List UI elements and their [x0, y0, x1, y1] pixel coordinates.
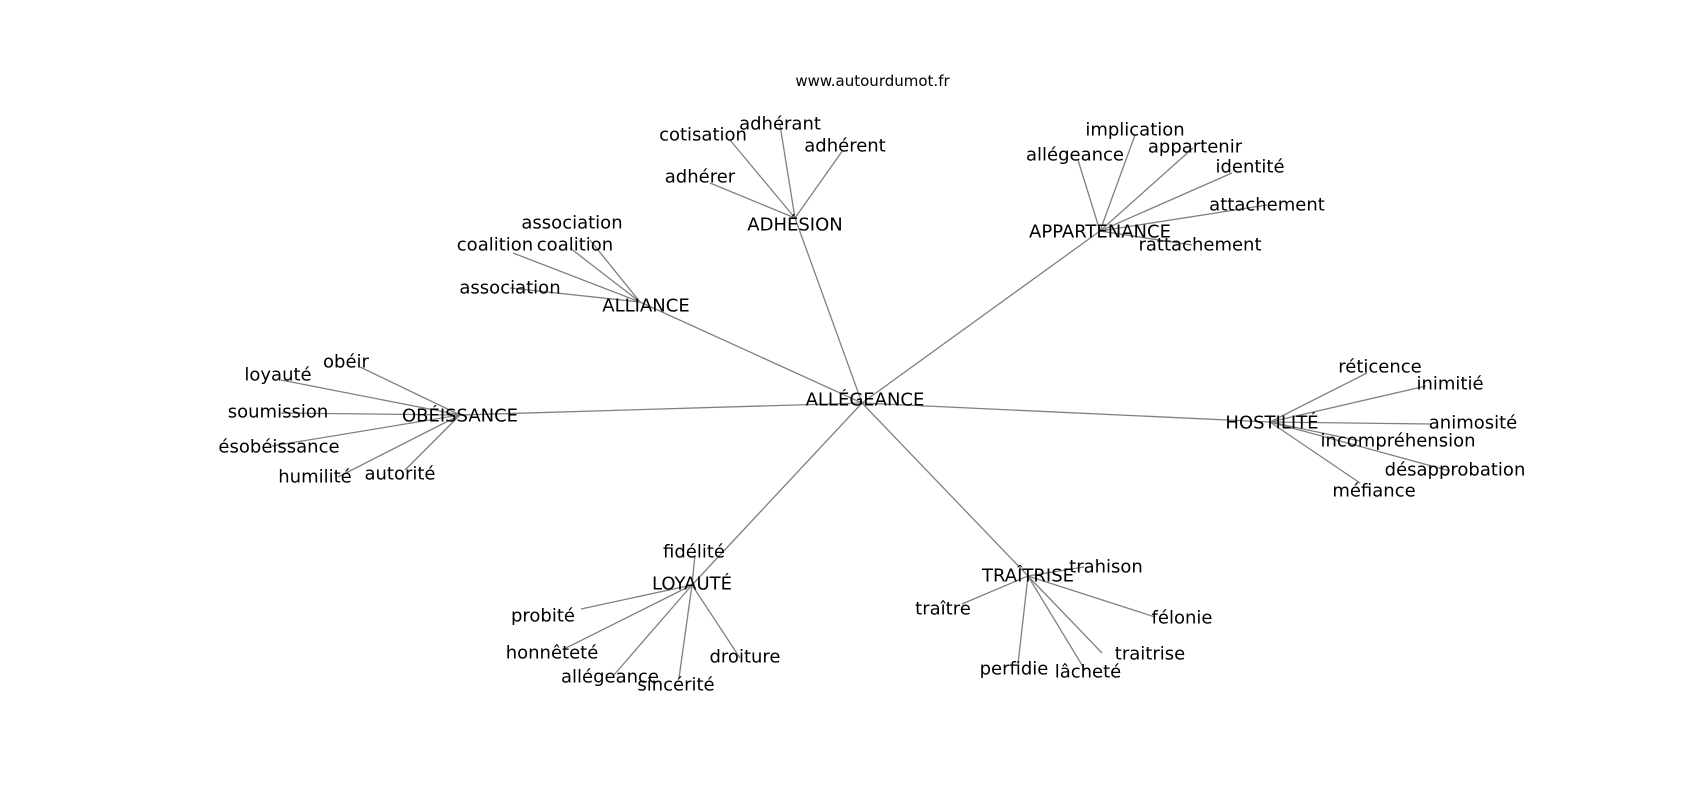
word-node-traitre-6-1[interactable]: traître [915, 599, 971, 620]
word-node-attachement-1-4[interactable]: attachement [1209, 195, 1325, 216]
word-node-coalition-2-1[interactable]: coalition [537, 235, 613, 256]
hub-node-appartenance[interactable]: APPARTENANCE [1029, 222, 1171, 243]
edges-layer [271, 124, 1451, 679]
hub-node-alliance[interactable]: ALLIANCE [602, 296, 689, 317]
edge-appartenance-appartenir-2 [1099, 147, 1194, 232]
edge-appartenance-implication-0 [1099, 134, 1136, 232]
edge-traitrise-lachete-5 [1027, 575, 1086, 671]
word-node-appartenir-1-2[interactable]: appartenir [1148, 137, 1243, 158]
edge-adhesion-adherent-2 [794, 149, 844, 219]
word-node-felonie-6-2[interactable]: félonie [1152, 608, 1213, 629]
edge-alliance-association-3 [509, 287, 641, 303]
word-node-association-2-0[interactable]: association [521, 213, 622, 234]
word-node-incomprehension-4-3[interactable]: incompréhension [1320, 431, 1475, 452]
edge-center-alliance [639, 301, 863, 404]
edge-loyaute-honnetete-2 [563, 584, 693, 650]
edge-obeissance-loyaute-1 [280, 379, 461, 416]
word-node-desapprobation-4-4[interactable]: désapprobation [1385, 460, 1526, 481]
word-node-adherent-0-2[interactable]: adhérent [804, 136, 885, 157]
word-node-implication-1-0[interactable]: implication [1085, 120, 1184, 141]
hub-node-obeissance[interactable]: OBÉISSANCE [402, 405, 518, 427]
word-node-cotisation-0-0[interactable]: cotisation [659, 125, 747, 146]
edge-obeissance-soumission-2 [280, 412, 461, 416]
edge-traitrise-traitrise-3 [1027, 575, 1103, 654]
edge-traitrise-perfidie-4 [1017, 575, 1029, 665]
edge-hostilite-incomprehension-3 [1269, 421, 1361, 442]
hub-node-adhesion[interactable]: ADHÉSION [747, 214, 842, 236]
word-node-probite-5-1[interactable]: probité [511, 606, 575, 627]
edge-loyaute-probite-1 [580, 584, 693, 610]
word-node-identite-1-3[interactable]: identité [1215, 157, 1284, 178]
edge-center-loyaute [691, 402, 863, 586]
edge-traitrise-traitre-1 [961, 575, 1029, 605]
word-node-rattachement-1-5[interactable]: rattachement [1138, 235, 1261, 256]
edge-alliance-association-0 [589, 239, 641, 303]
edge-hostilite-reticence-0 [1269, 372, 1368, 423]
word-node-allegeance-1-1[interactable]: allégeance [1026, 145, 1124, 166]
edge-alliance-coalition-2 [512, 252, 641, 303]
edge-alliance-coalition-1 [569, 247, 641, 303]
word-node-sincerite-5-4[interactable]: sincérité [637, 675, 714, 696]
word-node-obeir-3-0[interactable]: obéir [323, 352, 370, 373]
word-node-adherer-0-3[interactable]: adhérer [665, 167, 736, 188]
word-node-animosite-4-2[interactable]: animosité [1429, 413, 1518, 434]
center-node-allegeance[interactable]: ALLÉGEANCE [806, 389, 925, 411]
edge-adhesion-adherer-3 [709, 182, 796, 219]
word-node-loyaute-3-1[interactable]: loyauté [244, 365, 311, 386]
word-node-adherant-0-1[interactable]: adhérant [739, 114, 821, 135]
edge-obeissance-esobeissance-3 [271, 414, 461, 447]
word-node-association-2-3[interactable]: association [459, 278, 560, 299]
edge-hostilite-desapprobation-4 [1269, 421, 1451, 472]
word-node-reticence-4-0[interactable]: réticence [1338, 357, 1422, 378]
edge-obeissance-obeir-0 [359, 366, 461, 416]
edge-appartenance-attachement-4 [1099, 204, 1268, 232]
edge-hostilite-mefiance-5 [1269, 421, 1361, 484]
word-node-esobeissance-3-3[interactable]: ésobéissance [218, 437, 339, 458]
word-node-droiture-5-5[interactable]: droiture [710, 647, 781, 668]
edge-loyaute-sincerite-4 [678, 584, 693, 679]
word-node-humilite-3-4[interactable]: humilité [278, 467, 352, 488]
word-node-inimitie-4-1[interactable]: inimitié [1416, 374, 1483, 395]
edge-adhesion-cotisation-0 [729, 139, 796, 219]
edge-center-hostilite [861, 402, 1271, 423]
edge-appartenance-rattachement-5 [1099, 230, 1193, 246]
word-node-trahison-6-0[interactable]: trahison [1069, 557, 1143, 578]
edge-hostilite-animosite-2 [1269, 421, 1432, 425]
hub-node-loyaute[interactable]: LOYAUTÉ [652, 573, 732, 595]
edge-obeissance-humilite-4 [337, 414, 461, 478]
edge-hostilite-inimitie-1 [1269, 385, 1427, 423]
edge-loyaute-allegeance-3 [612, 584, 693, 677]
edge-traitrise-trahison-0 [1027, 566, 1085, 577]
edge-loyaute-fidelite-0 [691, 554, 696, 586]
word-node-coalition-2-2[interactable]: coalition [457, 235, 533, 256]
word-node-allegeance-5-3[interactable]: allégeance [561, 667, 659, 688]
edge-adhesion-adherant-1 [779, 124, 796, 219]
word-node-autorite-3-5[interactable]: autorité [364, 464, 435, 485]
edge-center-traitrise [861, 402, 1029, 577]
word-node-lachete-6-5[interactable]: lâcheté [1055, 662, 1122, 683]
edge-appartenance-allegeance-1 [1077, 159, 1101, 232]
edge-center-adhesion [794, 217, 863, 404]
edge-center-obeissance [459, 402, 863, 416]
hub-node-hostilite[interactable]: HOSTILITÉ [1225, 412, 1318, 434]
word-node-traitrise-6-3[interactable]: traitrise [1115, 644, 1185, 665]
edge-traitrise-felonie-2 [1027, 575, 1156, 618]
word-node-soumission-3-2[interactable]: soumission [228, 402, 329, 423]
edge-center-appartenance [861, 230, 1101, 404]
edge-obeissance-autorite-5 [404, 414, 461, 471]
site-url-label: www.autourdumot.fr [795, 72, 950, 90]
edge-appartenance-identite-3 [1099, 172, 1233, 232]
word-node-mefiance-4-5[interactable]: méfiance [1332, 481, 1415, 502]
word-node-honnetete-5-2[interactable]: honnêteté [506, 643, 599, 664]
edge-loyaute-droiture-5 [691, 584, 741, 659]
hub-node-traitrise[interactable]: TRAÎTRISE [981, 565, 1074, 587]
word-node-fidelite-5-0[interactable]: fidélité [663, 542, 725, 563]
word-node-perfidie-6-4[interactable]: perfidie [980, 659, 1049, 680]
